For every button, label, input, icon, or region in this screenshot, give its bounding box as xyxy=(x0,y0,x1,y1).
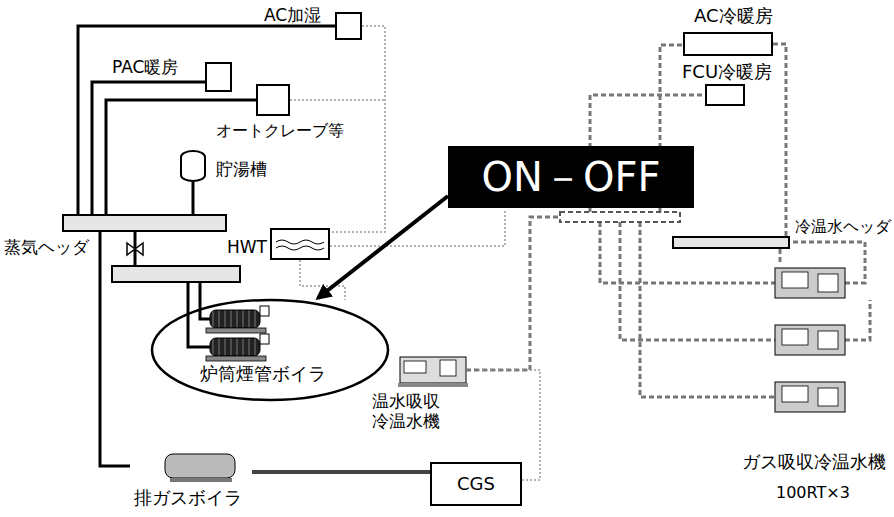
exhaust-boiler-symbol xyxy=(165,454,235,482)
water-wave xyxy=(272,230,328,258)
node-label: 貯湯槽 xyxy=(216,160,267,180)
storage-tank: 貯湯槽 xyxy=(180,150,206,182)
gas-chiller-symbol xyxy=(775,268,845,412)
boiler-group: 炉筒煙管ボイラ xyxy=(150,298,390,402)
absorption-chiller-symbol xyxy=(398,357,468,387)
pipe-connector xyxy=(192,182,195,214)
load-box: オートクレーブ等 xyxy=(256,84,290,116)
water-header: 冷温水ヘッダ xyxy=(672,236,790,249)
load-box: AC冷暖房 xyxy=(683,32,773,56)
node-label: 冷温水ヘッダ xyxy=(795,218,891,236)
load-box: FCU冷暖房 xyxy=(705,84,745,106)
node-label: ON－OFF xyxy=(482,154,661,200)
node-label: 温水吸収冷温水機 xyxy=(372,392,445,431)
circle-outline xyxy=(150,298,390,402)
node-label: オートクレーブ等 xyxy=(216,122,344,140)
node-label: PAC暖房 xyxy=(112,58,178,78)
pipe-connector xyxy=(318,196,448,298)
node-label: AC冷暖房 xyxy=(694,6,773,27)
boiler-symbol xyxy=(206,306,269,361)
hot-water-tank: HWT xyxy=(270,228,330,260)
exhaust-boiler: 排ガスボイラ xyxy=(130,450,252,514)
gas-chiller-group: ガス吸収冷温水機 100RT×3 xyxy=(740,262,890,512)
node-label: ガス吸収冷温水機 xyxy=(742,452,886,473)
node-label: CGS xyxy=(457,474,495,495)
steam-header: 蒸気ヘッダ xyxy=(62,214,227,232)
node-label: FCU冷暖房 xyxy=(682,62,772,83)
node-label: 排ガスボイラ xyxy=(134,488,242,509)
node-label: 炉筒煙管ボイラ xyxy=(200,364,326,385)
node-label: 蒸気ヘッダ xyxy=(4,238,89,258)
cgs-box: CGS xyxy=(430,462,522,506)
pipe-connector xyxy=(92,82,205,214)
absorption-chiller: 温水吸収冷温水機 xyxy=(368,352,478,438)
load-box: PAC暖房 xyxy=(205,62,232,92)
valve-symbol xyxy=(127,243,143,255)
pipe-connector xyxy=(106,100,256,214)
lower-steam-header xyxy=(112,266,240,282)
pipe-connector xyxy=(78,26,335,214)
pipe-connector xyxy=(779,249,782,262)
node-sublabel: 100RT×3 xyxy=(776,484,850,502)
load-box: AC加湿 xyxy=(335,12,362,40)
node-label: AC加湿 xyxy=(264,6,321,26)
pipe-connector xyxy=(773,44,786,236)
steam-pipe xyxy=(188,282,210,347)
water-header xyxy=(560,212,680,222)
control-box: ON－OFF xyxy=(448,146,694,208)
pipe-connector xyxy=(100,232,130,466)
steam-pipe xyxy=(200,282,210,319)
node-label: HWT xyxy=(227,238,267,258)
pipe-connector xyxy=(252,470,430,474)
